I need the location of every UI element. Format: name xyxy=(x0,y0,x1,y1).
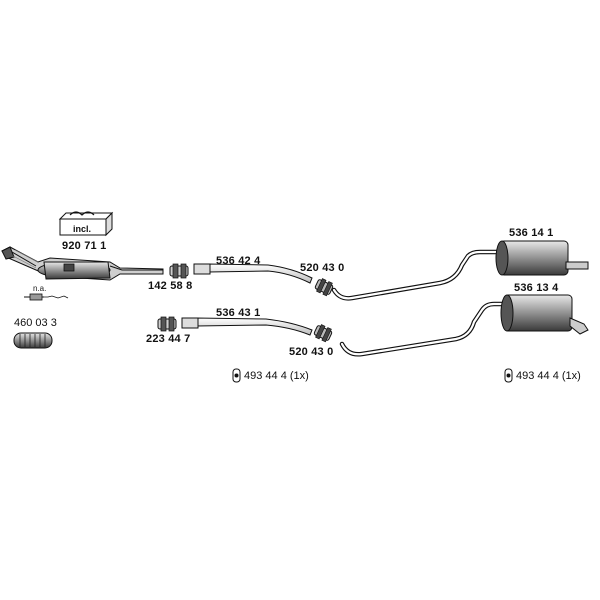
clamp-lower-icon xyxy=(157,316,177,332)
connector-upper-icon xyxy=(314,278,334,297)
rear-muffler-upper xyxy=(331,240,589,301)
sensor-na-label: n.a. xyxy=(33,284,47,293)
part-number-rubber-mount-left: 493 44 4 (1x) xyxy=(244,370,309,382)
part-number-mid-pipe-upper: 536 42 4 xyxy=(216,255,261,267)
rubber-mount-right-icon xyxy=(504,368,513,383)
part-number-clamp-front: 142 58 8 xyxy=(148,280,193,292)
part-number-rear-muffler-upper: 536 14 1 xyxy=(509,227,554,239)
part-number-connector-lower: 520 43 0 xyxy=(289,346,334,358)
part-number-connector-upper: 520 43 0 xyxy=(300,262,345,274)
part-number-rear-muffler-lower: 536 13 4 xyxy=(514,282,559,294)
kit-box-icon xyxy=(58,211,114,237)
rubber-mount-left-icon xyxy=(232,368,241,383)
clamp-front-icon xyxy=(169,263,189,279)
mid-pipe-lower xyxy=(181,317,313,336)
connector-lower-icon xyxy=(313,324,333,343)
rear-muffler-lower xyxy=(339,294,589,357)
part-number-mid-pipe-lower: 536 43 1 xyxy=(216,307,261,319)
part-number-clamp-lower: 223 44 7 xyxy=(146,333,191,345)
part-number-flex-pipe: 460 03 3 xyxy=(14,317,57,329)
front-catalyst-pipe xyxy=(1,246,164,281)
part-number-kit: 920 71 1 xyxy=(62,240,107,252)
part-number-rubber-mount-right: 493 44 4 (1x) xyxy=(516,370,581,382)
flex-pipe-icon xyxy=(13,332,53,349)
oxygen-sensor-icon xyxy=(24,293,69,301)
mid-pipe-upper xyxy=(193,263,313,284)
kit-incl-label: incl. xyxy=(73,224,92,234)
